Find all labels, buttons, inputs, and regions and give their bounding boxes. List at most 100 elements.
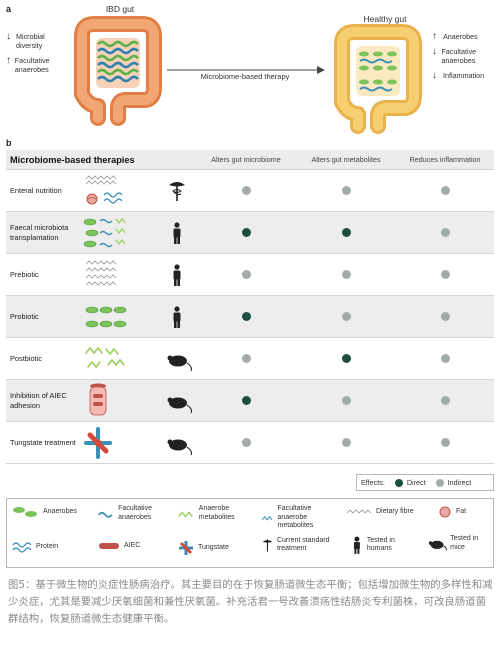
dietary-fibre-icon bbox=[78, 255, 158, 295]
effect-cell bbox=[296, 339, 396, 379]
indirect-dot-icon bbox=[435, 478, 444, 487]
healthy-change-item: ↑Anaerobes bbox=[432, 31, 478, 42]
table-row: Enteral nutrition bbox=[6, 170, 494, 212]
legend-item: Facultative anaerobe metabolites bbox=[261, 505, 341, 531]
effect-cell bbox=[396, 423, 494, 463]
effect-dot bbox=[241, 312, 251, 321]
aiec-adhesion-icon bbox=[78, 381, 158, 421]
effect-cell bbox=[396, 381, 494, 421]
effect-dot bbox=[341, 312, 351, 321]
tested-in-mice-icon bbox=[158, 423, 196, 463]
table-row: Prebiotic bbox=[6, 254, 494, 296]
table-row: Faecal microbiota transplantation bbox=[6, 212, 494, 254]
effect-dot bbox=[341, 228, 351, 237]
tested-in-humans-icon bbox=[353, 536, 360, 554]
effect-cell bbox=[396, 213, 494, 253]
table-row: Inhibition of AIEC adhesion bbox=[6, 380, 494, 422]
tungstate-icon bbox=[78, 423, 158, 463]
effect-cell bbox=[396, 171, 494, 211]
anaerobe-metabolites-icon bbox=[78, 339, 158, 379]
dietary-fibre-icon bbox=[346, 509, 372, 514]
effect-dot bbox=[341, 270, 351, 279]
protein-icon bbox=[12, 542, 32, 553]
therapy-name: Probiotic bbox=[10, 311, 39, 321]
legend-item: Tested in mice bbox=[427, 535, 491, 552]
legend-item: Tested in humans bbox=[351, 535, 421, 555]
column-header: Alters gut metabolites bbox=[311, 155, 381, 164]
icon-legend: Anaerobes Facultative anaerobes Anaerobe… bbox=[6, 498, 494, 568]
legend-item: AIEC bbox=[97, 539, 167, 553]
effect-dot bbox=[440, 228, 450, 237]
anaerobes-icon bbox=[78, 297, 158, 337]
effect-cell bbox=[296, 381, 396, 421]
therapy-name: Inhibition of AIEC adhesion bbox=[10, 391, 67, 410]
anaerobes-icon bbox=[13, 507, 37, 517]
current-standard-treatment-icon bbox=[262, 539, 273, 552]
effect-cell bbox=[296, 213, 396, 253]
effect-dot bbox=[440, 186, 450, 195]
effect-cell bbox=[196, 171, 296, 211]
figure-caption: 图5：基于微生物的炎症性肠病治疗。其主要目的在于恢复肠道微生态平衡；包括增加微生… bbox=[8, 579, 493, 625]
effect-dot bbox=[241, 270, 251, 279]
table-row: Postbiotic bbox=[6, 338, 494, 380]
effect-dot bbox=[440, 270, 450, 279]
aiec-icon bbox=[99, 543, 119, 549]
current-standard-treatment-icon bbox=[158, 171, 196, 211]
effect-cell bbox=[196, 339, 296, 379]
dietary-fibre-fat-protein-icon bbox=[78, 171, 158, 211]
anaerobe-metabolites-icon bbox=[178, 510, 193, 518]
effect-cell bbox=[196, 255, 296, 295]
healthy-change-item: ↓Inflammation bbox=[432, 70, 485, 81]
effect-dot bbox=[241, 354, 251, 363]
effect-cell bbox=[296, 297, 396, 337]
tested-in-humans-icon bbox=[158, 213, 196, 253]
tested-in-humans-icon bbox=[158, 297, 196, 337]
effect-cell bbox=[296, 171, 396, 211]
therapy-name: Prebiotic bbox=[10, 269, 39, 279]
therapy-name: Tungstate treatment bbox=[10, 437, 76, 447]
panel-a-letter: a bbox=[6, 4, 12, 14]
ibd-change-item: ↓Microbial diversity bbox=[6, 31, 45, 51]
table-title: Microbiome-based therapies bbox=[10, 154, 135, 165]
table-header: Microbiome-based therapies Alters gut mi… bbox=[6, 150, 494, 170]
ibd-gut-label: IBD gut bbox=[105, 4, 135, 14]
table-row: Probiotic bbox=[6, 296, 494, 338]
legend-item: Protein bbox=[11, 539, 91, 555]
column-header: Reduces inflammation bbox=[409, 155, 481, 164]
therapy-name: Postbiotic bbox=[10, 353, 43, 363]
effect-cell bbox=[396, 297, 494, 337]
column-header: Alters gut microbiome bbox=[211, 155, 281, 164]
effects-legend: Effects: Direct Indirect bbox=[356, 474, 494, 491]
effect-cell bbox=[196, 381, 296, 421]
tested-in-mice-icon bbox=[428, 540, 447, 551]
effect-cell bbox=[296, 423, 396, 463]
effect-dot bbox=[341, 186, 351, 195]
facultative-anaerobes-icon bbox=[98, 511, 113, 518]
ibd-changes-list: ↓Microbial diversity ↑Facultative anaero… bbox=[6, 32, 66, 80]
effect-dot bbox=[341, 438, 351, 447]
microbiota-icon bbox=[78, 213, 158, 253]
effect-dot bbox=[341, 396, 351, 405]
effect-dot bbox=[440, 354, 450, 363]
therapy-name: Faecal microbiota transplantation bbox=[10, 223, 69, 242]
effect-cell bbox=[396, 255, 494, 295]
therapy-arrow bbox=[165, 62, 325, 74]
effect-dot bbox=[241, 396, 251, 405]
legend-item: Tungstate bbox=[177, 539, 257, 557]
legend-item: Anaerobe metabolites bbox=[177, 505, 257, 522]
effect-cell bbox=[196, 423, 296, 463]
effect-dot bbox=[341, 354, 351, 363]
fat-icon bbox=[439, 506, 451, 518]
healthy-gut-label: Healthy gut bbox=[363, 14, 407, 24]
legend-item: Anaerobes bbox=[11, 505, 101, 519]
effect-cell bbox=[196, 297, 296, 337]
tungstate-icon bbox=[179, 541, 193, 555]
effect-cell bbox=[396, 339, 494, 379]
effect-dot bbox=[241, 186, 251, 195]
direct-dot-icon bbox=[394, 478, 403, 487]
ibd-gut-illustration bbox=[68, 14, 168, 126]
panel-b-letter: b bbox=[6, 138, 12, 148]
legend-item: Fat bbox=[437, 505, 487, 519]
ibd-change-item: ↑Facultative anaerobes bbox=[6, 55, 50, 75]
therapy-name: Enteral nutrition bbox=[10, 185, 62, 195]
